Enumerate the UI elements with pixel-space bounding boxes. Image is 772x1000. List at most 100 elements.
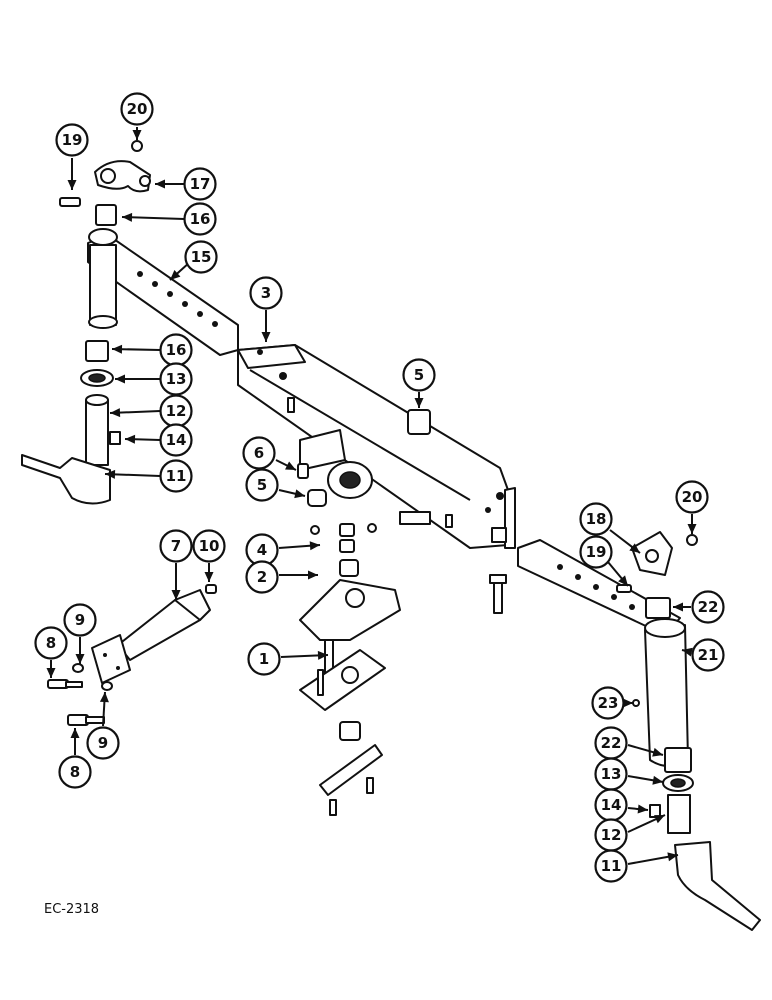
callout-arrowhead	[170, 269, 181, 280]
callout-circle	[58, 755, 92, 789]
callout-number: 5	[414, 366, 424, 384]
callout-number: 22	[698, 598, 719, 616]
callout-23: 23	[591, 686, 633, 720]
callout-circle	[579, 502, 613, 536]
callout-10: 10	[192, 529, 226, 582]
callout-arrowhead	[155, 179, 165, 189]
callout-number: 23	[598, 694, 619, 712]
callout-17: 17	[155, 167, 217, 201]
callout-arrowhead	[105, 469, 116, 479]
callout-leader-line	[121, 216, 185, 220]
pivot-bracket	[299, 579, 401, 816]
callout-number: 20	[682, 488, 703, 506]
callout-arrowhead	[70, 728, 80, 738]
right-spindle-group	[632, 597, 761, 931]
callout-number: 13	[166, 370, 187, 388]
callout-circle	[691, 590, 725, 624]
callout-12: 12	[594, 814, 666, 852]
callout-number: 13	[601, 765, 622, 783]
callout-number: 12	[166, 402, 187, 420]
callout-13: 13	[115, 362, 193, 396]
callout-circle	[34, 626, 68, 660]
callout-number: 19	[62, 131, 83, 149]
callout-arrowhead	[623, 698, 633, 708]
right-axle-extension	[517, 539, 689, 767]
callout-number: 12	[601, 826, 622, 844]
callout-number: 16	[190, 210, 211, 228]
callout-arrowhead	[637, 804, 648, 814]
radius-rod	[91, 589, 211, 684]
callout-number: 2	[257, 568, 267, 586]
callout-circle	[55, 123, 89, 157]
right-steering-arm	[616, 531, 698, 593]
callout-circle	[63, 603, 97, 637]
callout-circle	[691, 638, 725, 672]
callout-arrowhead	[652, 747, 663, 757]
callout-circle	[245, 468, 279, 502]
callout-arrowhead	[309, 541, 320, 551]
callout-circle	[183, 167, 217, 201]
callout-arrowhead	[294, 489, 305, 499]
callout-13: 13	[594, 757, 664, 791]
callout-number: 14	[166, 431, 187, 449]
callout-circle	[247, 642, 281, 676]
callout-number: 8	[70, 763, 80, 781]
callout-circle	[594, 849, 628, 883]
callout-number: 4	[257, 541, 267, 559]
callout-arrowhead	[652, 775, 663, 785]
callout-number: 16	[166, 341, 187, 359]
callout-15: 15	[169, 240, 218, 281]
callout-9: 9	[86, 691, 120, 760]
callout-22: 22	[594, 726, 664, 760]
callout-circle	[184, 240, 218, 274]
left-axle-extension	[87, 228, 239, 356]
beam-bolt	[489, 574, 507, 614]
callout-11: 11	[594, 849, 679, 883]
callout-arrowhead	[618, 575, 628, 586]
bolts-and-washers	[47, 140, 217, 726]
callout-number: 1	[259, 650, 269, 668]
callout-circle	[579, 535, 613, 569]
callout-circle	[192, 529, 226, 563]
callout-circle	[86, 726, 120, 760]
callout-number: 17	[190, 175, 211, 193]
callout-number: 6	[254, 444, 264, 462]
callout-circle	[245, 560, 279, 594]
callout-6: 6	[242, 436, 297, 471]
callout-4: 4	[245, 533, 321, 567]
callout-circle	[402, 358, 436, 392]
callout-22: 22	[673, 590, 725, 624]
callout-circle	[242, 436, 276, 470]
callout-12: 12	[109, 394, 193, 428]
callout-circle	[249, 276, 283, 310]
callout-number: 10	[199, 537, 220, 555]
callout-arrowhead	[687, 524, 697, 534]
callout-number: 8	[46, 634, 56, 652]
callout-number: 20	[127, 100, 148, 118]
callout-arrowhead	[125, 434, 136, 444]
axle-beam	[237, 344, 516, 549]
callout-number: 7	[171, 537, 181, 555]
callout-arrowhead	[75, 654, 85, 664]
callout-arrowhead	[317, 650, 328, 660]
callout-arrowhead	[46, 668, 56, 678]
callout-number: 14	[601, 796, 622, 814]
callout-arrowhead	[682, 647, 693, 657]
callout-14: 14	[124, 423, 193, 457]
callout-7: 7	[159, 529, 193, 600]
callout-16: 16	[111, 333, 193, 367]
callout-circle	[159, 423, 193, 457]
callout-19: 19	[55, 123, 89, 190]
callout-arrowhead	[110, 408, 121, 418]
callout-arrowhead	[67, 180, 77, 190]
callout-arrowhead	[115, 374, 125, 384]
callout-number: 11	[166, 467, 187, 485]
callout-arrowhead	[99, 692, 109, 703]
callout-3: 3	[249, 276, 283, 342]
callout-20: 20	[675, 480, 709, 534]
callout-arrowhead	[204, 572, 214, 582]
callout-arrowhead	[673, 602, 683, 612]
callout-8: 8	[34, 626, 68, 678]
